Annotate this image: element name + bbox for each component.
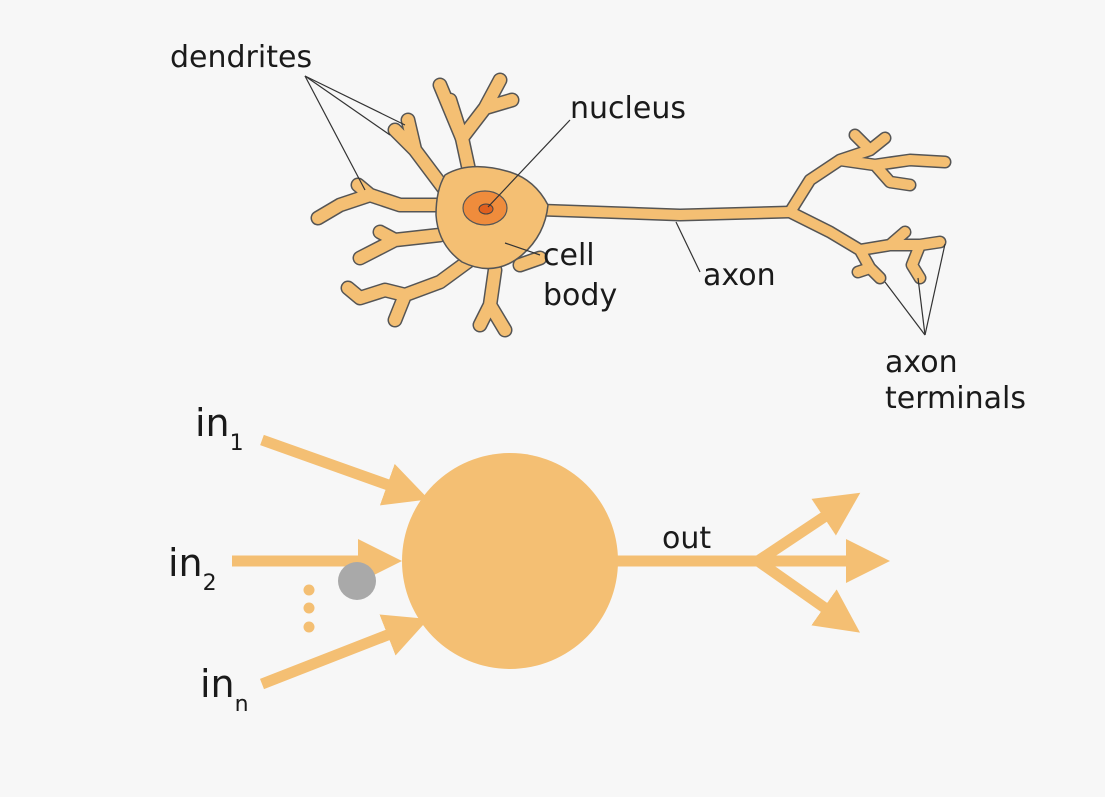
- artificial-neuron-model: in1 in2 inn out: [168, 401, 890, 717]
- axon-shape: [533, 128, 952, 285]
- input-arrow-1: [260, 434, 429, 506]
- label-nucleus: nucleus: [570, 91, 686, 126]
- ellipsis-dots: [303, 584, 315, 633]
- biological-neuron: dendrites nucleus cell body axon axon te…: [170, 40, 1026, 416]
- label-terminals-line2: terminals: [885, 381, 1026, 416]
- label-terminals-line1: axon: [885, 345, 958, 380]
- output-arrow-up: [754, 492, 861, 566]
- label-output: out: [662, 521, 711, 556]
- label-cell-line2: body: [543, 278, 617, 313]
- output-arrow-down: [754, 556, 861, 633]
- cursor-dot-icon: [338, 562, 376, 600]
- nucleus-inner-shape: [478, 203, 494, 215]
- label-input-1: in1: [195, 401, 244, 456]
- label-input-n: inn: [200, 662, 249, 717]
- label-input-2: in2: [168, 541, 217, 596]
- neuron-node: [402, 453, 618, 669]
- input-arrow-n: [259, 614, 429, 690]
- dendrites-shape: [310, 72, 548, 338]
- label-dendrites: dendrites: [170, 40, 312, 75]
- label-axon: axon: [703, 258, 776, 293]
- label-cell-line1: cell: [543, 238, 595, 273]
- leader-lines: [304, 75, 946, 336]
